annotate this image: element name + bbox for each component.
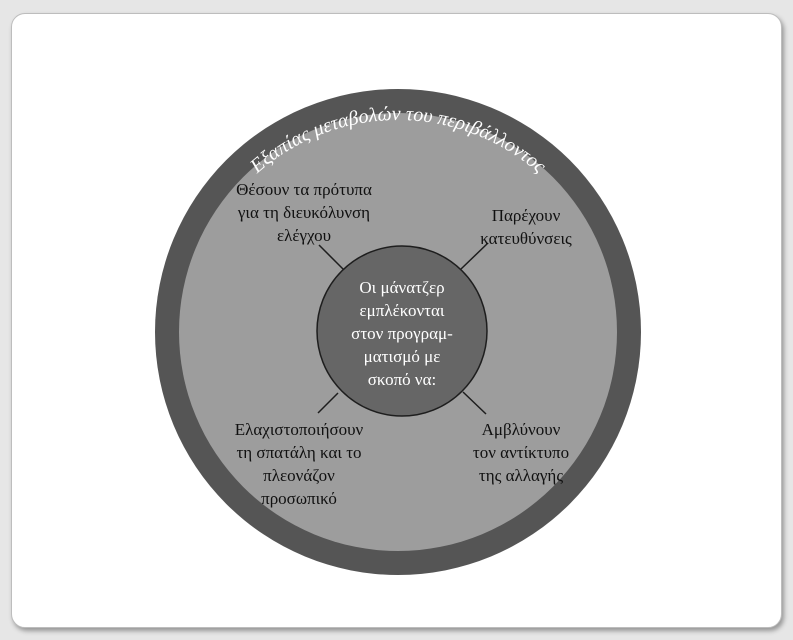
connector-top-left [318, 244, 345, 271]
connector-bottom-right [462, 391, 487, 415]
label-bottom-right: Αμβλύνουν τον αντίκτυπο της αλλαγής [472, 420, 570, 485]
center-disc [316, 245, 488, 417]
center-label: Οι μάνατζερ εμπλέκονται στον προγραμ- μα… [351, 278, 453, 389]
label-bottom-left: Ελαχιστοποιήσουν τη σπατάλη και το πλεον… [234, 420, 364, 508]
label-top-right: Παρέχουν κατευθύνσεις [480, 206, 572, 248]
connector-bottom-left [317, 392, 339, 414]
connector-top-right [460, 242, 489, 270]
label-top-left: Θέσουν τα πρότυπα για τη διευκόλυνση ελέ… [236, 180, 372, 245]
